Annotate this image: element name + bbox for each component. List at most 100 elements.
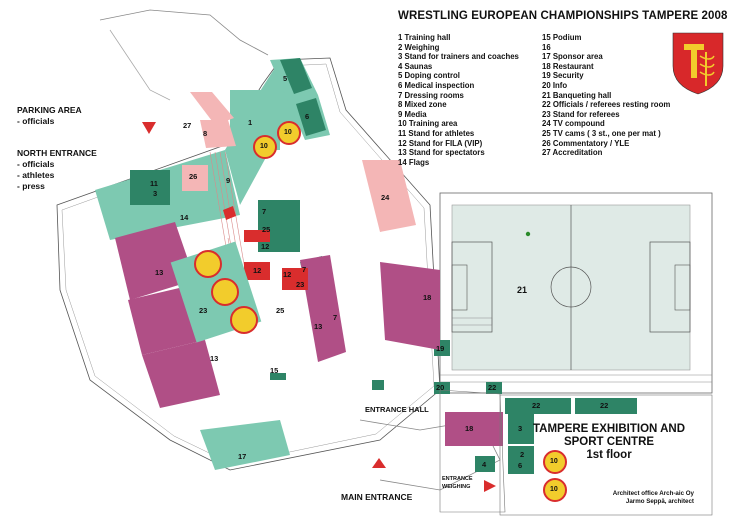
zone-number: 8 bbox=[203, 129, 208, 138]
zone-number: 6 bbox=[305, 112, 310, 121]
legend-left: 1 Training hall 2 Weighing 3 Stand for t… bbox=[398, 33, 519, 167]
weighing-arrow-icon bbox=[484, 480, 496, 492]
zone-number: 9 bbox=[226, 176, 231, 185]
zone-number: 13 bbox=[210, 354, 219, 363]
parking-title: PARKING AREA bbox=[17, 105, 82, 115]
parking-area-label: PARKING AREA - officials bbox=[17, 105, 82, 127]
zone-number: 4 bbox=[482, 460, 487, 469]
legend-item: 9 Media bbox=[398, 109, 427, 119]
zone-number: 7 bbox=[302, 265, 307, 274]
legend-right: 15 Podium 16 17 Sponsor area 18 Restaura… bbox=[542, 33, 670, 158]
zone-number: 5 bbox=[283, 74, 288, 83]
zone-number: 27 bbox=[183, 121, 192, 130]
architect-line: Architect office Arch-aic Oy bbox=[612, 490, 694, 497]
entrance-weighing-label-2: WEIGHING bbox=[442, 484, 471, 490]
zone-number: 11 bbox=[150, 179, 158, 188]
parking-line: - officials bbox=[17, 116, 55, 126]
zone-number: 23 bbox=[296, 280, 305, 289]
zone-number: 10 bbox=[550, 486, 558, 493]
venue-line: SPORT CENTRE bbox=[563, 436, 655, 448]
zone-number: 10 bbox=[550, 458, 558, 465]
architect-line: Jarmo Seppä, architect bbox=[625, 498, 694, 505]
zone-number: 2 bbox=[520, 450, 525, 459]
vip-stands bbox=[223, 206, 308, 290]
legend-item: 12 Stand for FILA (VIP) bbox=[398, 138, 483, 148]
spectator-stands bbox=[115, 222, 503, 446]
legend-item: 24 TV compound bbox=[542, 119, 605, 129]
zone-number: 12 bbox=[253, 266, 262, 275]
main-entrance-arrow-icon bbox=[372, 458, 386, 468]
zone-number: 18 bbox=[465, 424, 474, 433]
zone-number: 12 bbox=[283, 270, 292, 279]
zone-number: 22 bbox=[532, 401, 541, 410]
entrance-arrows bbox=[142, 122, 496, 492]
zone-number: 10 bbox=[260, 143, 268, 150]
zone-number: 7 bbox=[262, 207, 267, 216]
legend-item: 20 Info bbox=[542, 80, 568, 90]
zone-number: 7 bbox=[333, 313, 338, 322]
venue-line: 1st floor bbox=[586, 449, 632, 461]
zone-number: 12 bbox=[261, 242, 270, 251]
legend-item: 16 bbox=[542, 42, 551, 52]
legend-item: 1 Training hall bbox=[398, 33, 451, 42]
zone-number: 20 bbox=[436, 383, 445, 392]
legend-item: 22 Officials / referees resting room bbox=[542, 100, 671, 110]
entrance-hall bbox=[439, 389, 713, 516]
zone-number: 15 bbox=[270, 366, 279, 375]
venue-block: TAMPERE EXHIBITION AND SPORT CENTRE 1st … bbox=[510, 423, 708, 462]
legend-item: 8 Mixed zone bbox=[398, 100, 447, 110]
legend-item: 17 Sponsor area bbox=[542, 52, 603, 62]
zone-number: 21 bbox=[517, 285, 528, 295]
parking-arrow-icon bbox=[142, 122, 156, 134]
legend-item: 19 Security bbox=[542, 71, 584, 81]
zone-number: 22 bbox=[488, 383, 497, 392]
legend-item: 3 Stand for trainers and coaches bbox=[398, 52, 519, 62]
zone-number: 26 bbox=[189, 172, 198, 181]
north-line: - athletes bbox=[17, 170, 55, 180]
legend-item: 2 Weighing bbox=[398, 42, 440, 52]
north-entrance-label: NORTH ENTRANCE - officials - athletes - … bbox=[17, 148, 97, 192]
legend-item: 15 Podium bbox=[542, 33, 582, 42]
legend-item: 13 Stand for spectators bbox=[398, 148, 485, 158]
zone-number: 3 bbox=[518, 424, 523, 433]
zone-number: 23 bbox=[199, 306, 208, 315]
legend-item: 6 Medical inspection bbox=[398, 80, 475, 90]
banqueting-hall-area bbox=[439, 192, 713, 394]
legend-item: 5 Doping control bbox=[398, 71, 460, 81]
legend-item: 26 Commentatory / YLE bbox=[542, 138, 630, 148]
zone-number: 13 bbox=[314, 322, 323, 331]
legend-item: 27 Accreditation bbox=[542, 148, 603, 158]
legend-item: 25 TV cams ( 3 st., one per mat ) bbox=[542, 128, 661, 138]
zone-number: 22 bbox=[600, 401, 609, 410]
legend-item: 10 Training area bbox=[398, 119, 458, 129]
competition-mats bbox=[170, 121, 567, 502]
legend-item: 7 Dressing rooms bbox=[398, 90, 464, 100]
zone-number: 6 bbox=[518, 461, 523, 470]
zone-number: 18 bbox=[423, 293, 432, 302]
venue-line: TAMPERE EXHIBITION AND bbox=[532, 423, 686, 435]
legend-item: 4 Saunas bbox=[398, 61, 433, 71]
north-line: - officials bbox=[17, 159, 55, 169]
zone-number: 25 bbox=[276, 306, 285, 315]
entrance-hall-label: ENTRANCE HALL bbox=[365, 405, 429, 414]
tampere-crest-icon bbox=[672, 32, 724, 95]
zone-number: 1 bbox=[248, 118, 253, 127]
legend-item: 21 Banqueting hall bbox=[542, 90, 612, 100]
zone-number: 10 bbox=[284, 129, 292, 136]
zone-number: 17 bbox=[238, 452, 247, 461]
legend-item: 18 Restaurant bbox=[542, 61, 594, 71]
zone-number: 14 bbox=[180, 213, 189, 222]
zone-number: 24 bbox=[381, 193, 390, 202]
zone-number: 13 bbox=[155, 268, 164, 277]
pink-zones bbox=[182, 92, 416, 319]
legend-item: 23 Stand for referees bbox=[542, 109, 620, 119]
north-line: - press bbox=[17, 181, 45, 191]
main-entrance-label: MAIN ENTRANCE bbox=[341, 492, 413, 502]
legend-item: 14 Flags bbox=[398, 157, 430, 167]
map-title: WRESTLING EUROPEAN CHAMPIONSHIPS TAMPERE… bbox=[398, 10, 728, 22]
north-title: NORTH ENTRANCE bbox=[17, 148, 97, 158]
zone-number: 3 bbox=[153, 189, 158, 198]
legend-item: 11 Stand for athletes bbox=[398, 128, 475, 138]
zone-number: 25 bbox=[262, 225, 271, 234]
